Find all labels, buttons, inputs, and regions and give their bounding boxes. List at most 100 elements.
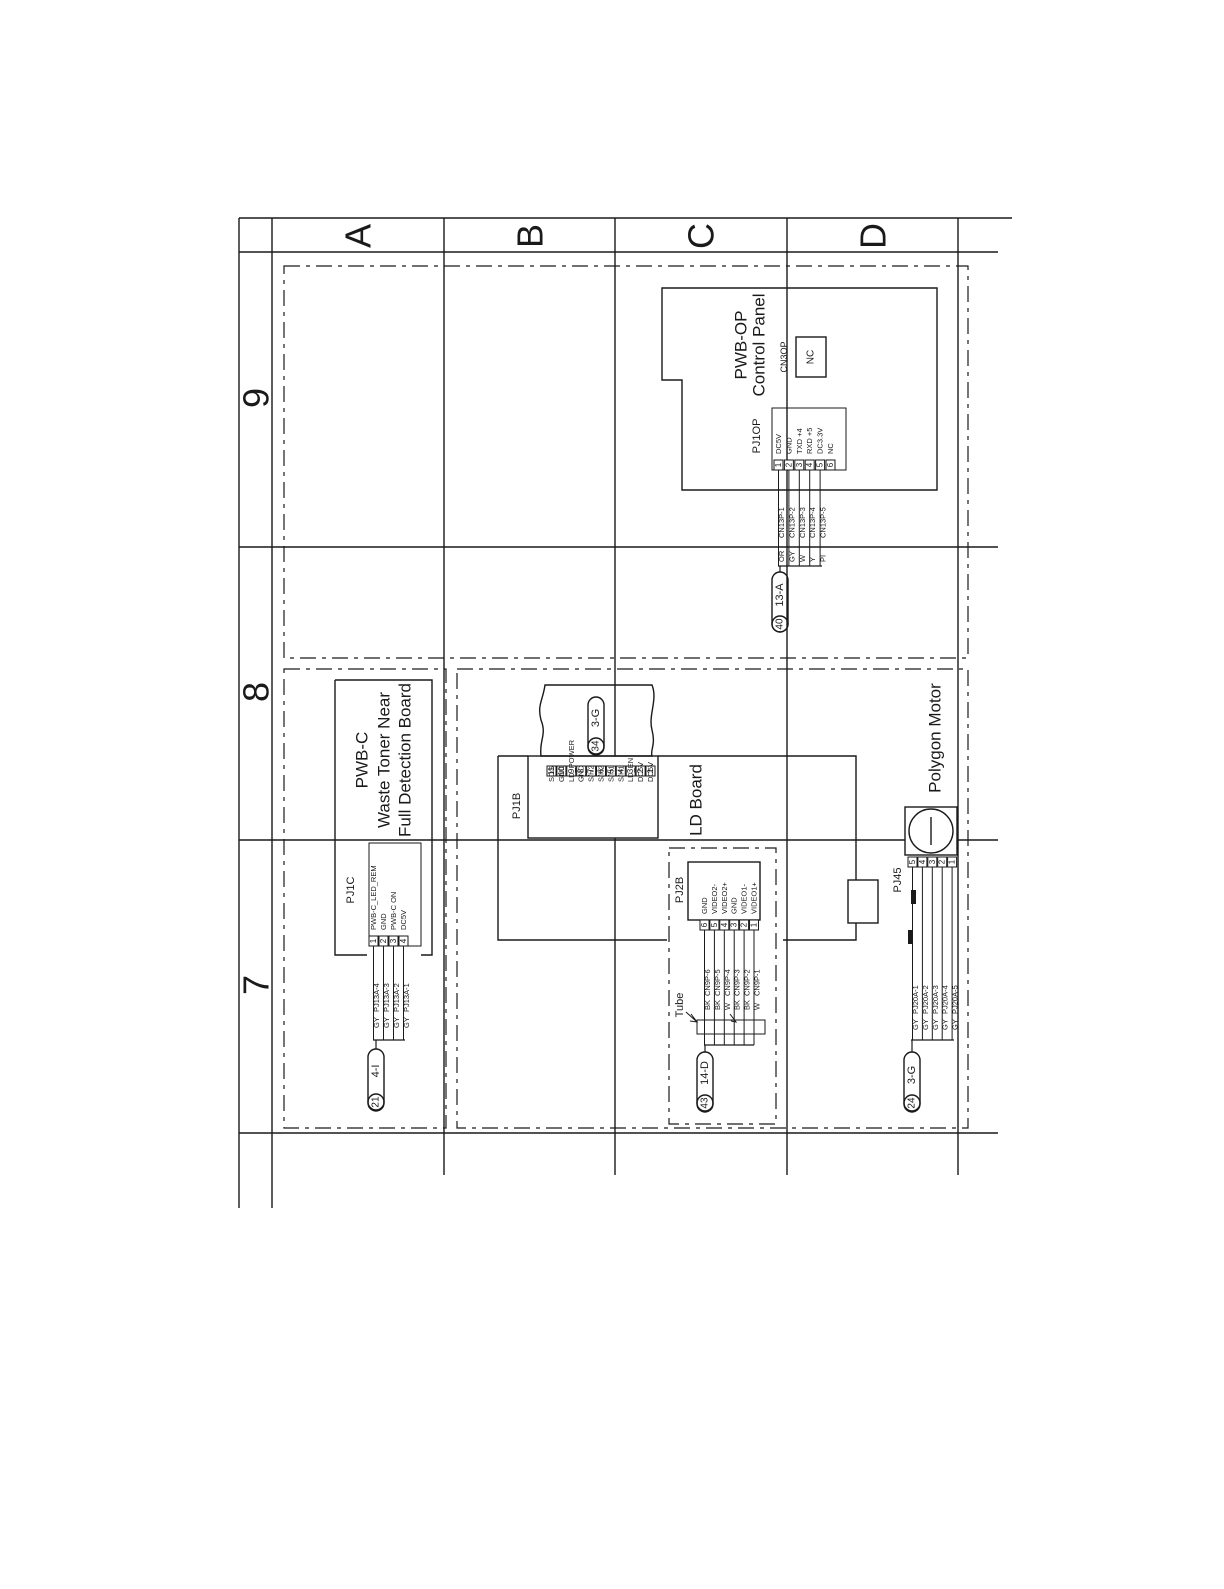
polygon-motor-wire-target: PJ20A-3 xyxy=(931,985,940,1014)
waste-toner-line2: Waste Toner Near xyxy=(375,692,394,828)
polygon-motor-pin-5-number: 5 xyxy=(908,859,917,864)
ld-board-pj2b-pin-label: VIDEO2- xyxy=(710,883,719,914)
control-panel-wire-color: PI xyxy=(819,555,828,562)
ld-board-pj1b-pin-label: DC5V xyxy=(636,762,645,782)
ld-board-title: LD Board xyxy=(687,764,706,836)
polygon-motor-pin-4-number: 4 xyxy=(918,859,927,864)
ld-board-pj1b-pin-label: LD_EN xyxy=(626,758,635,782)
ld-board-pj1b-pin-8-box xyxy=(576,765,587,777)
ld-board-pj2b-wire-target: CN9P-5 xyxy=(713,969,722,996)
waste-toner-pin-label: PWB-C ON xyxy=(389,892,398,930)
row-label-d: D xyxy=(853,223,894,249)
ld-board-pj1b-pin-label: SOS xyxy=(547,766,556,782)
control-panel-aux-connector: CN3OP xyxy=(779,341,789,372)
waste-toner-ref-num: 21 xyxy=(371,1096,382,1108)
ld-board-ref-2b-loc: 14-D xyxy=(699,1061,711,1085)
ld-board-pj1b-pin-4-number: 4 xyxy=(616,768,625,773)
polygon-motor-ref-loc: 3-G xyxy=(906,1066,918,1084)
waste-toner-pin-3-number: 3 xyxy=(389,938,398,943)
ld-board-pj1b-pin-11-number: 11 xyxy=(547,766,556,775)
ld-board-pj2b-wire-target: CN9P-4 xyxy=(723,969,732,996)
waste-toner-pin-label: GND xyxy=(379,913,388,930)
waste-toner-title: PWB-C xyxy=(353,732,372,789)
ld-board-pj2b-pin-5-number: 5 xyxy=(710,922,719,927)
ld-board-tube-arrow-2 xyxy=(729,1013,738,1023)
waste-toner-pin-label: PWB-C_LED_REM xyxy=(369,865,378,930)
ld-board-pj2b-wire-target: CN9P-6 xyxy=(703,969,712,996)
waste-toner-wire-color: GY xyxy=(372,1017,381,1028)
control-panel-pin-6-box xyxy=(825,459,836,471)
ld-board-pj1b-pin-1-box xyxy=(645,765,656,777)
ld-board-ref-b-loc: 3-G xyxy=(590,709,602,727)
waste-toner-wire-target: PJ13A-2 xyxy=(392,983,401,1012)
polygon-motor-pin-2-number: 2 xyxy=(938,859,947,864)
ld-board-pj2b-pin-label: VIDEO2+ xyxy=(720,881,729,914)
waste-toner-wire-color: GY xyxy=(402,1017,411,1028)
control-panel-aux-label: NC xyxy=(806,350,817,364)
control-panel-pin-5-number: 5 xyxy=(816,462,825,467)
control-panel-wire-color: Y xyxy=(808,557,817,562)
ld-board-pj1b-pin-6-number: 6 xyxy=(597,768,606,773)
polygon-motor-wire-target: PJ20A-2 xyxy=(921,985,930,1014)
polygon-motor-symbol xyxy=(904,806,958,856)
waste-toner-connector: PJ1C xyxy=(345,876,357,903)
control-panel-pin-label: DC5V xyxy=(774,434,783,454)
control-panel-pin-2-number: 2 xyxy=(784,462,793,467)
ld-board-ref-badge-b xyxy=(587,696,605,756)
ld-board-pj1b-pin-6-box xyxy=(596,765,606,777)
ld-board-pj1b-pin-11-box xyxy=(546,765,557,777)
ld-board-pj1b-pin-2-number: 2 xyxy=(636,768,645,773)
ld-board-pj2b-wire-color: BK xyxy=(733,1000,742,1010)
ld-board-pj1b-pin-9-number: 9 xyxy=(567,768,576,773)
waste-toner-wiring: 1PWB-C_LED_REMGYPJ13A-42GNDGYPJ13A-33PWB… xyxy=(368,865,411,1049)
polygon-motor-pin-3-number: 3 xyxy=(928,859,937,864)
ld-board-pj2b-pin-2-number: 2 xyxy=(740,922,749,927)
ld-board-ref-2b-num: 43 xyxy=(700,1097,711,1109)
control-panel-wire-target: CN13P-4 xyxy=(808,507,817,538)
waste-toner-pin-2-number: 2 xyxy=(379,938,388,943)
polygon-motor-wire-target: PJ20A-4 xyxy=(941,985,950,1014)
ld-board-pj1b-pin-label: GND xyxy=(557,765,566,782)
ld-board-connector-2b: PJ2B xyxy=(674,877,686,903)
ld-board-pj2b-pin-1-number: 1 xyxy=(750,922,759,927)
polygon-motor-ref-badge xyxy=(903,1051,921,1113)
ld-board-pj1b-pin-4-box xyxy=(615,765,626,777)
ld-board-pj2b-wire-target: CN9P-3 xyxy=(733,969,742,996)
ld-board-tube-label: Tube xyxy=(674,993,686,1018)
ld-board-ref-badge-2b xyxy=(696,1051,714,1113)
row-label-a: A xyxy=(338,224,379,248)
waste-toner-wire-target: PJ13A-3 xyxy=(382,983,391,1012)
ld-board-pj1b-pin-label: S/H1 xyxy=(616,765,625,782)
polygon-motor-wire-color: GY xyxy=(941,1019,950,1030)
control-panel-wire-color: GY xyxy=(787,551,796,562)
ld-board-pj1b-pin-label: GND xyxy=(577,765,586,782)
polygon-motor-pin-1-number: 1 xyxy=(948,859,957,864)
column-label-7: 7 xyxy=(236,975,277,995)
ld-board-pj2b-pin-label: GND xyxy=(730,897,739,914)
waste-toner-pin-1-number: 1 xyxy=(369,938,378,943)
control-panel-wire-target: CN13P-2 xyxy=(787,507,796,538)
control-panel-pin-label: RXD +5 xyxy=(805,428,814,454)
row-label-c: C xyxy=(681,223,722,249)
ld-board-pj1b-pin-3-box xyxy=(625,765,636,777)
control-panel-ref-badge xyxy=(771,571,789,633)
waste-toner-pin-label: DC5V xyxy=(399,910,408,930)
control-panel-pin-label: NC xyxy=(826,443,835,454)
ld-board-pj1b-pin-10-number: 10 xyxy=(557,766,566,775)
polygon-motor-wire-color: GY xyxy=(931,1019,940,1030)
control-panel-ref-num: 40 xyxy=(775,618,786,630)
waste-toner-wire-color: GY xyxy=(392,1017,401,1028)
ld-board-pj2b-pin-label: GND xyxy=(700,897,709,914)
waste-toner-wire-target: PJ13A-4 xyxy=(372,983,381,1012)
ld-board-ref-b-num: 34 xyxy=(591,740,602,752)
waste-toner-wire-color: GY xyxy=(382,1017,391,1028)
control-panel-pin-6-number: 6 xyxy=(826,462,835,467)
control-panel-subtitle: Control Panel xyxy=(750,293,769,396)
ld-board-pj2b-wire-color: W xyxy=(723,1002,732,1010)
polygon-motor-title: Polygon Motor xyxy=(926,683,945,793)
ld-board-pj2b-wire-color: BK xyxy=(703,1000,712,1010)
ld-board-pj1b-pin-1-number: 1 xyxy=(646,768,655,773)
